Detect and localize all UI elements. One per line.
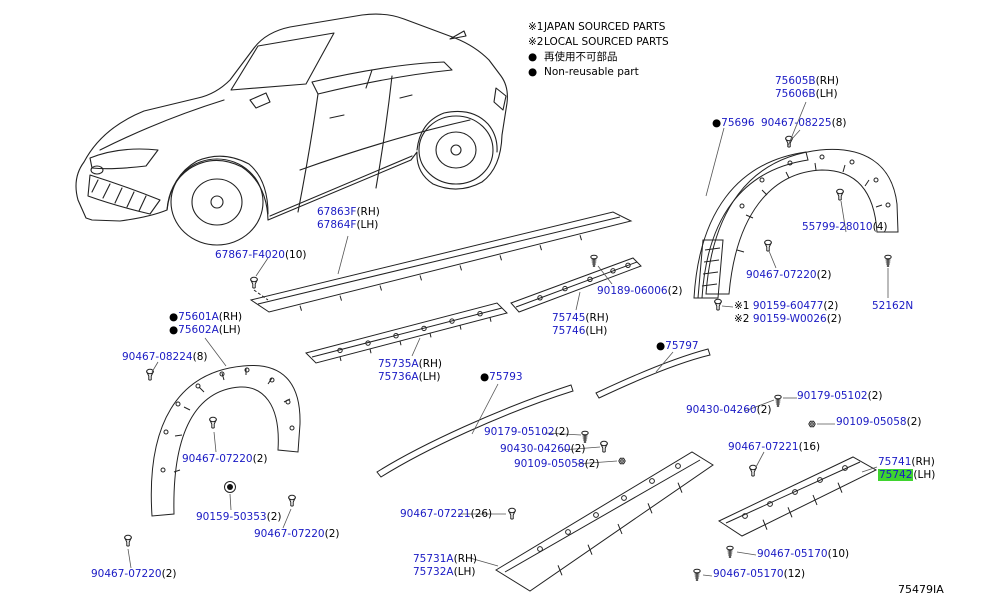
clip-icon — [124, 534, 132, 547]
part-label-90467-05170-12[interactable]: 90467-05170(12) — [713, 568, 806, 580]
part-label-90430-04260-right[interactable]: 90430-04260(2) — [686, 404, 772, 416]
rear-wheel-arch-moulding-art — [693, 148, 899, 299]
clip-icon — [836, 188, 844, 201]
part-label-75601A[interactable]: ●75601A(RH) ●75602A(LH) — [169, 311, 243, 336]
part-label-75735A[interactable]: 75735A(RH) 75736A(LH) — [378, 358, 442, 383]
part-label-75731A[interactable]: 75731A(RH) 75732A(LH) — [413, 553, 477, 578]
legend: ※1JAPAN SOURCED PARTS ※2LOCAL SOURCED PA… — [528, 20, 669, 80]
legend-japan-sourced: ※1JAPAN SOURCED PARTS — [528, 21, 666, 33]
protector-strip-art — [376, 348, 711, 478]
front-wheel-arch-moulding-art — [150, 365, 301, 517]
part-label-90109-05058-center[interactable]: 90109-05058(2) — [514, 458, 600, 470]
part-label-75605B[interactable]: 75605B(RH) 75606B(LH) — [775, 75, 839, 100]
screw-icon — [774, 394, 782, 408]
part-label-75696[interactable]: ●75696 — [712, 117, 755, 129]
clip-icon — [600, 440, 608, 453]
part-label-90467-07220-front-a[interactable]: 90467-07220(2) — [182, 453, 268, 465]
legend-non-reusable-en: ●Non-reusable part — [528, 66, 639, 78]
nut-icon — [808, 420, 816, 428]
part-label-90179-05102-right[interactable]: 90179-05102(2) — [797, 390, 883, 402]
clip-icon — [508, 507, 516, 520]
part-label-75741-75742[interactable]: 75741(RH) 75742(LH) — [878, 456, 936, 481]
screw-icon — [581, 430, 589, 444]
clip-icon — [250, 276, 258, 289]
nut-icon — [618, 457, 626, 465]
screw-icon — [693, 568, 701, 582]
clip-icon — [764, 239, 772, 252]
part-label-75793[interactable]: ●75793 — [480, 371, 523, 383]
part-label-90467-07221-26[interactable]: 90467-07221(26) — [400, 508, 493, 520]
part-label-90467-08225[interactable]: 90467-08225(8) — [761, 117, 847, 129]
screw-icon — [884, 254, 892, 268]
part-label-90467-07220-bottom-left[interactable]: 90467-07220(2) — [91, 568, 177, 580]
part-label-75797[interactable]: ●75797 — [656, 340, 699, 352]
part-label-55799-28010[interactable]: 55799-28010(4) — [802, 221, 888, 233]
highlighted-part-number: 75742 — [878, 469, 914, 481]
legend-local-sourced: ※2LOCAL SOURCED PARTS — [528, 36, 669, 48]
clip-icon — [714, 298, 722, 311]
grommet-icon — [224, 481, 236, 493]
clip-icon — [288, 494, 296, 507]
part-label-90467-07220-front-b[interactable]: 90467-07220(2) — [254, 528, 340, 540]
part-label-90467-08224[interactable]: 90467-08224(8) — [122, 351, 208, 363]
part-label-90467-05170-10[interactable]: 90467-05170(10) — [757, 548, 850, 560]
car-illustration — [75, 13, 508, 246]
rocker-panel-art — [249, 211, 633, 313]
part-label-90109-05058-right[interactable]: 90109-05058(2) — [836, 416, 922, 428]
screw-icon — [726, 545, 734, 559]
part-label-90467-07221-16[interactable]: 90467-07221(16) — [728, 441, 821, 453]
part-label-90189-06006[interactable]: 90189-06006(2) — [597, 285, 683, 297]
part-label-52162N[interactable]: 52162N — [872, 300, 914, 312]
leader-lines — [127, 101, 889, 577]
part-label-75745[interactable]: 75745(RH) 75746(LH) — [552, 312, 609, 337]
part-label-90467-07220-rear[interactable]: 90467-07220(2) — [746, 269, 832, 281]
part-label-90159-50353[interactable]: 90159-50353(2) — [196, 511, 282, 523]
part-label-90430-04260-center[interactable]: 90430-04260(2) — [500, 443, 586, 455]
rocker-moulding-art — [305, 257, 642, 364]
screw-icon — [590, 254, 598, 268]
part-label-67867-F4020[interactable]: 67867-F4020(10) — [215, 249, 307, 261]
legend-non-reusable-jp: ●再使用不可部品 — [528, 51, 618, 63]
part-label-67863F[interactable]: 67863F(RH) 67864F(LH) — [317, 206, 380, 231]
clip-icon — [209, 416, 217, 429]
part-label-90179-05102-center[interactable]: 90179-05102(2) — [484, 426, 570, 438]
part-label-90159-group[interactable]: ※1 90159-60477(2) ※2 90159-W0026(2) — [734, 300, 842, 325]
clip-icon — [749, 464, 757, 477]
body-side-moulding-art — [495, 451, 878, 592]
figure-code: 75479IA — [898, 583, 944, 596]
